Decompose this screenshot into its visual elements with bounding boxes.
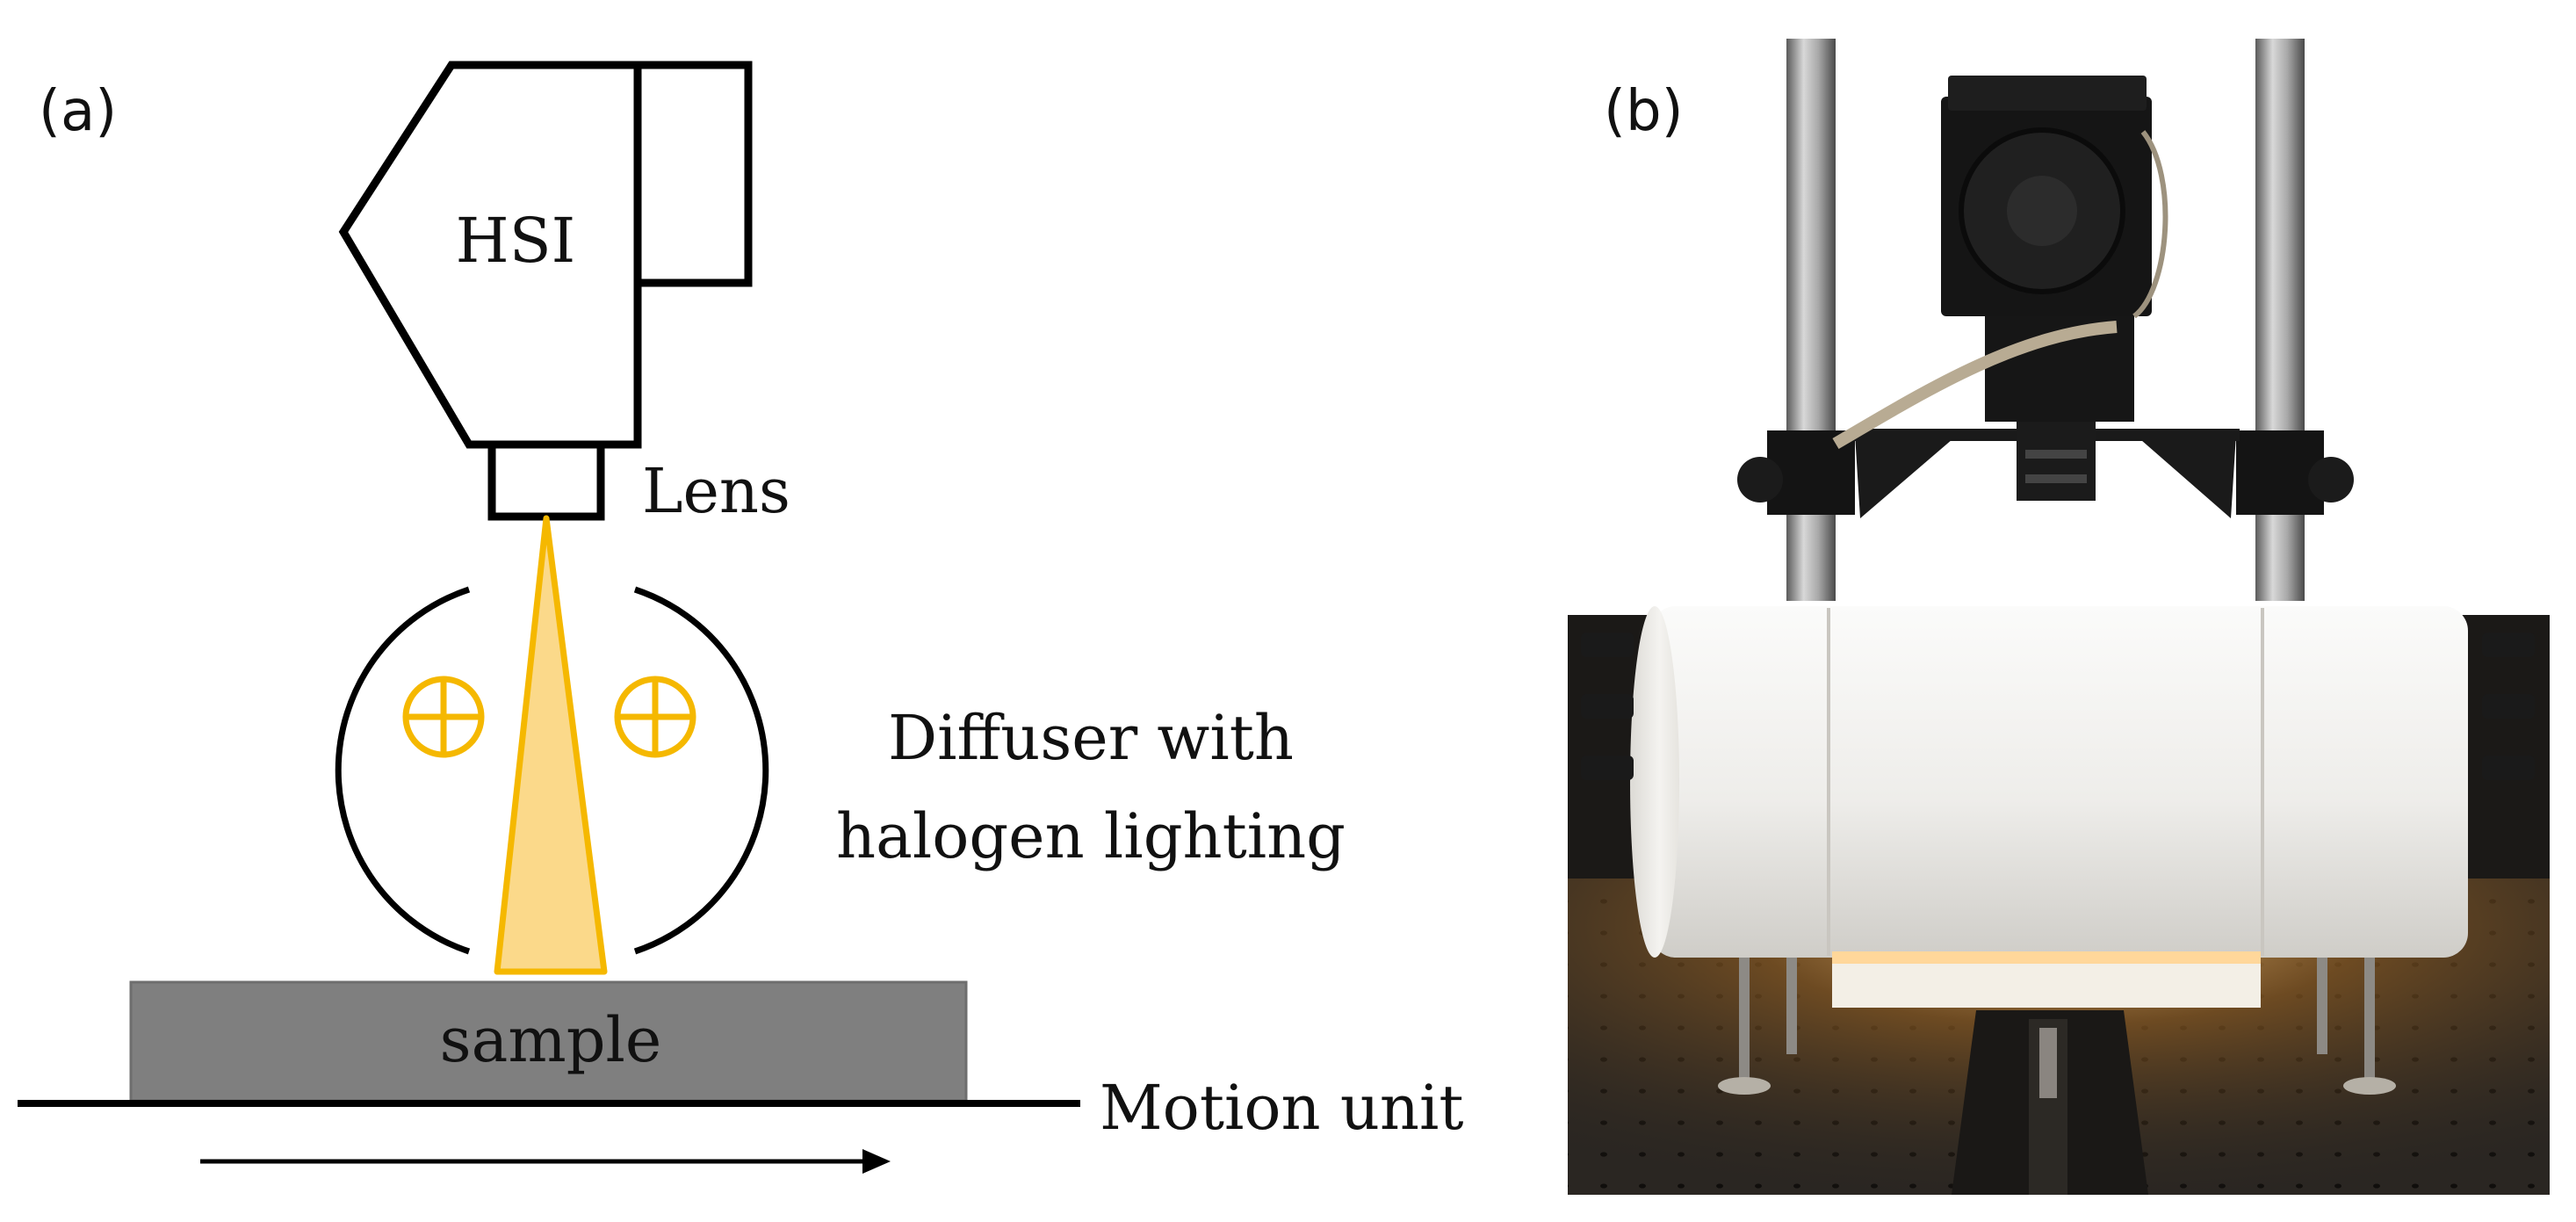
panel-b-label: (b) (1604, 79, 1684, 144)
diffuser-arc-right (633, 586, 769, 955)
sample-block (129, 980, 968, 1103)
diffuser-label-line1: Diffuser with (888, 702, 1294, 774)
support-pole-right (2255, 39, 2305, 601)
halogen-lamp-left-icon (402, 676, 485, 758)
motion-stage (1952, 1010, 2148, 1195)
motion-direction-arrow-icon (200, 1149, 891, 1174)
light-beam-shape (494, 515, 608, 975)
lens-shape (487, 440, 605, 521)
hyperspectral-camera (1832, 76, 2168, 501)
panel-b: (b) (1568, 39, 2550, 1195)
setup-photo (1568, 39, 2550, 1195)
panel-a: (a) HSI Lens Diffuser with halogen light… (18, 61, 1464, 1174)
motion-unit-label: Motion unit (1100, 1072, 1464, 1144)
sample-label: sample (440, 1004, 662, 1076)
diffuser-cylinder (1630, 606, 2468, 1008)
diffuser-label-line2: halogen lighting (836, 800, 1346, 872)
diffuser-arc-left (335, 586, 471, 955)
halogen-lamp-right-icon (614, 676, 696, 758)
lens-label: Lens (642, 455, 790, 527)
lamp-sockets (1581, 633, 2535, 780)
panel-a-label: (a) (39, 79, 117, 144)
hsi-label: HSI (456, 205, 576, 277)
cylinder-legs (1718, 958, 2396, 1095)
support-pole-left (1786, 39, 1836, 601)
